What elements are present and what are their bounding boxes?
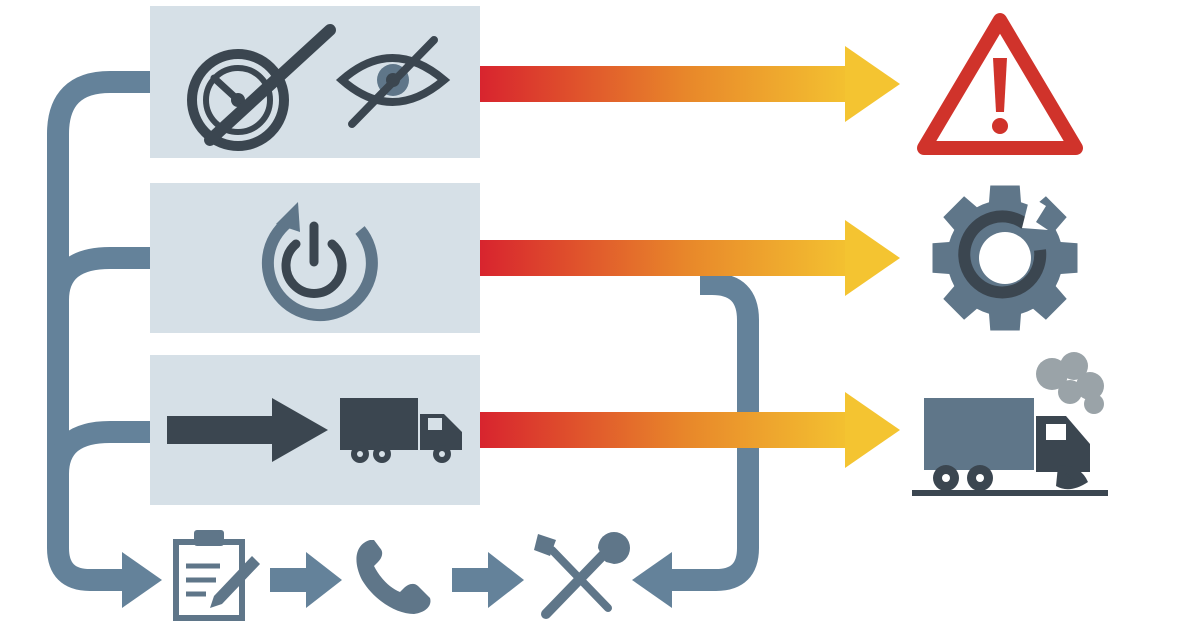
speedometer-crossed-icon [187,24,336,151]
tools-icon [534,532,630,619]
warning-triangle-icon [917,13,1083,155]
gradient-arrow-row-2 [480,220,900,296]
eye-crossed-icon [335,36,451,128]
process-arrow-1 [270,552,342,608]
truck-icon [340,398,462,463]
broken-gear-icon [932,185,1078,331]
broken-down-truck-icon [912,352,1108,496]
gear-inner-broken-ring [958,210,1047,299]
gear-center-hole [979,232,1031,284]
gear-crack [1022,196,1048,230]
connector-middle-branch [47,247,150,301]
gradient-arrow-row-1 [480,46,900,122]
process-arrow-2 [452,552,524,608]
phone-icon [356,540,431,614]
connector-top-branch [47,71,150,591]
power-restart-icon [261,202,378,322]
connector-bottom-branch [47,421,150,475]
left-connector [47,71,150,591]
gradient-arrow-row-3 [480,392,900,468]
return-arrowhead [632,552,672,608]
clipboard-icon [173,530,260,621]
forward-arrow-icon [167,398,328,462]
right-return-connector [670,273,759,591]
connector-arrowhead-into-process [122,552,162,608]
